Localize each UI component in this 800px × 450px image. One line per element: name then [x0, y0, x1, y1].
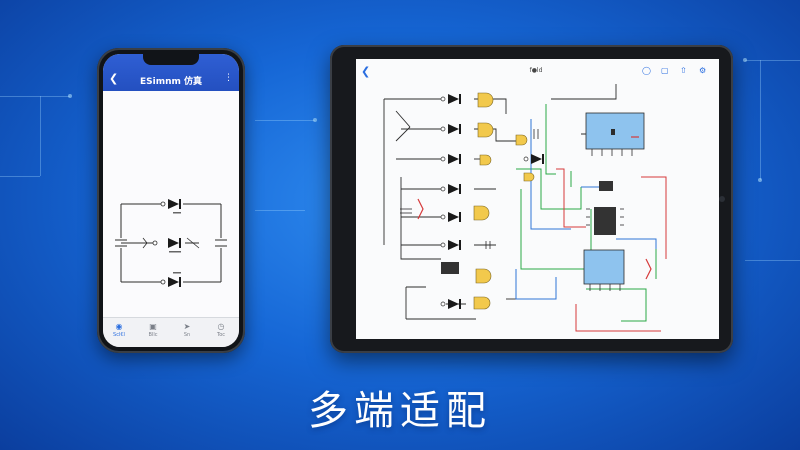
phone-app-title: ESimnm 仿真 — [139, 77, 202, 87]
phone-notch — [143, 54, 199, 65]
more-icon[interactable]: ⋮ — [224, 73, 233, 83]
phone-device: ❮ ESimnm 仿真 ⋮ — [97, 48, 245, 353]
home-icon: ◉ — [115, 322, 123, 331]
phone-tab-bar: ◉ Scl€l ▣ Bllc ➤ Sn ◷ Toc — [103, 317, 239, 347]
tab-layers[interactable]: ▣ Bllc — [138, 321, 168, 338]
send-icon: ➤ — [183, 322, 191, 331]
comment-icon[interactable]: ▢ — [661, 66, 669, 75]
tablet-device: ❮ f●ld ◯ ▢ ⇧ ⚙ — [330, 45, 733, 353]
phone-screen: ❮ ESimnm 仿真 ⋮ — [103, 54, 239, 347]
chevron-left-icon[interactable]: ❮ — [109, 72, 119, 85]
phone-circuit-diagram[interactable] — [113, 194, 229, 294]
tablet-screen: ❮ f●ld ◯ ▢ ⇧ ⚙ — [356, 59, 719, 339]
tab-send[interactable]: ➤ Sn — [172, 321, 202, 338]
share-icon[interactable]: ⇧ — [680, 66, 687, 75]
tab-home[interactable]: ◉ Scl€l — [104, 321, 134, 338]
settings-icon[interactable]: ⚙ — [699, 66, 707, 75]
chevron-left-icon[interactable]: ❮ — [361, 65, 371, 78]
tablet-document-title: f●ld — [529, 67, 543, 74]
chat-icon[interactable]: ◯ — [642, 66, 651, 75]
layers-icon: ▣ — [149, 322, 157, 331]
caption-title: 多端适配 — [308, 388, 492, 434]
clock-icon: ◷ — [217, 322, 225, 331]
tab-clock[interactable]: ◷ Toc — [206, 321, 236, 338]
tablet-camera — [719, 196, 725, 202]
tablet-circuit-diagram[interactable] — [356, 59, 719, 339]
